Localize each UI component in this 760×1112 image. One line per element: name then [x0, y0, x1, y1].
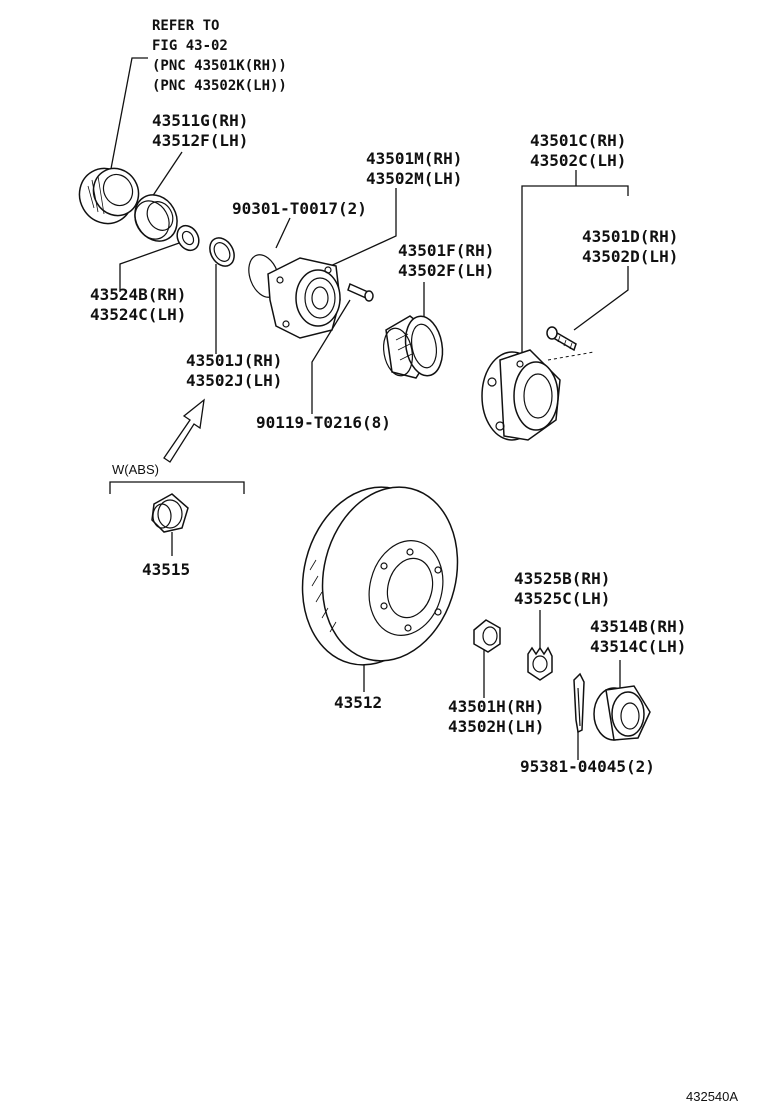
- callout-lock-nut-lh: 43525C(LH): [514, 589, 610, 608]
- arrow-icon: [163, 398, 205, 463]
- callout-hub-nut-lh: 43502H(LH): [448, 717, 544, 736]
- callout-snap-ring-rh: 43501J(RH): [186, 351, 282, 370]
- brake-disc-part: [301, 486, 459, 666]
- callout-oil-seal-rh: 43511G(RH): [152, 111, 248, 130]
- leader-washer: [119, 241, 183, 292]
- callout-disc: 43512: [334, 693, 382, 712]
- callout-grease-cap-lh: 43514C(LH): [590, 637, 686, 656]
- abs-rotor-part: [151, 493, 189, 533]
- refer-note-line2: FIG 43-02: [152, 38, 228, 54]
- callout-bearing-rh: 43501F(RH): [398, 241, 494, 260]
- snap-ring-part: [209, 237, 235, 267]
- hub-bearing-part: [267, 257, 341, 339]
- refer-note-line4: (PNC 43502K(LH)): [152, 78, 287, 94]
- leader-refer: [109, 57, 148, 175]
- abs-group-bracket: [109, 481, 245, 494]
- leader-hub-stud: [573, 266, 629, 331]
- callout-snap-ring-lh: 43502J(LH): [186, 371, 282, 390]
- leader-o-ring: [275, 217, 291, 249]
- leader-oil-seal: [149, 151, 183, 201]
- callout-o-ring: 90301-T0017(2): [232, 199, 367, 218]
- oil-seal-part: [78, 167, 140, 225]
- hub-bolt-part: [347, 282, 374, 302]
- refer-note-line1: REFER TO: [152, 18, 219, 34]
- callout-oil-seal-lh: 43512F(LH): [152, 131, 248, 150]
- callout-hub-stud-rh: 43501D(RH): [582, 227, 678, 246]
- refer-note: REFER TO FIG 43-02 (PNC 43501K(RH)) (PNC…: [152, 18, 287, 94]
- leader-hub-bearing: [325, 188, 397, 269]
- seal-ring-part: [134, 194, 178, 242]
- hub-nut-part: [473, 619, 501, 653]
- figure-code: 432540A: [686, 1089, 738, 1104]
- hub-stud-part: [546, 326, 577, 352]
- callout-axle-hub-lh: 43502C(LH): [530, 151, 626, 170]
- washer-part: [176, 224, 200, 252]
- axle-hub-part: [481, 349, 561, 441]
- callout-washer-rh: 43524B(RH): [90, 285, 186, 304]
- callout-hub-stud-lh: 43502D(LH): [582, 247, 678, 266]
- callout-hub-bolt: 90119-T0216(8): [256, 413, 391, 432]
- lock-nut-part: [527, 646, 553, 681]
- cotter-pin-part: [573, 672, 585, 734]
- callout-bearing-lh: 43502F(LH): [398, 261, 494, 280]
- abs-group-label: W(ABS): [112, 462, 159, 477]
- callout-hub-bearing-rh: 43501M(RH): [366, 149, 462, 168]
- callout-abs-rotor: 43515: [142, 560, 190, 579]
- grease-cap-part: [593, 685, 651, 741]
- refer-note-line3: (PNC 43501K(RH)): [152, 58, 287, 74]
- callout-cotter-pin: 95381-04045(2): [520, 757, 655, 776]
- leader-hub-bolt: [311, 299, 351, 414]
- callout-lock-nut-rh: 43525B(RH): [514, 569, 610, 588]
- callout-washer-lh: 43524C(LH): [90, 305, 186, 324]
- stud-alignment-dash: [547, 351, 595, 361]
- callout-hub-nut-rh: 43501H(RH): [448, 697, 544, 716]
- leader-axle-hub-bracket: [521, 185, 629, 360]
- callout-axle-hub-rh: 43501C(RH): [530, 131, 626, 150]
- callout-grease-cap-rh: 43514B(RH): [590, 617, 686, 636]
- callout-hub-bearing-lh: 43502M(LH): [366, 169, 462, 188]
- bearing-part: [382, 315, 444, 379]
